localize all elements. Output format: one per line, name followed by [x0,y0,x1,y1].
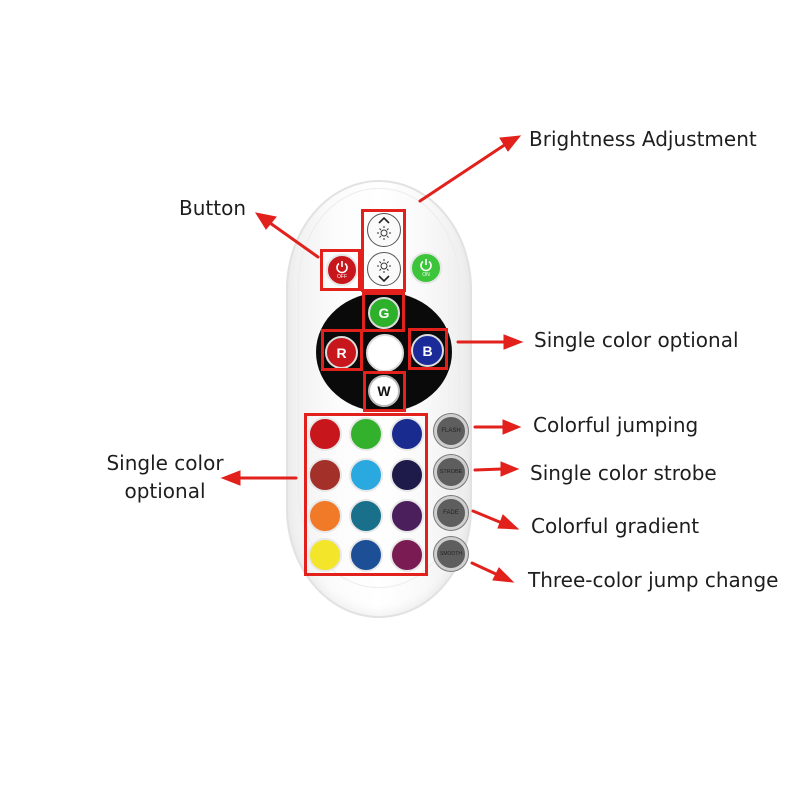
arrow-flash [473,419,522,435]
label-colorful-gradient: Colorful gradient [531,514,700,538]
highlight-red-button [321,329,363,371]
label-brightness-adjustment: Brightness Adjustment [529,127,757,151]
strobe-label: STROBE [439,469,463,475]
fade-label: FADE [443,510,459,516]
color-button-r1-c3[interactable] [390,417,424,451]
white-button[interactable]: W [368,375,400,407]
power-on-button[interactable]: ON [410,252,442,284]
color-button-r3-c3[interactable] [390,499,424,533]
color-button-r4-c2[interactable] [349,538,383,572]
brightness-up-button[interactable] [367,213,401,247]
on-label: ON [422,272,430,278]
blue-button[interactable]: B [411,334,444,367]
color-button-r1-c1[interactable] [308,417,342,451]
brightness-up-icon [377,216,391,240]
power-off-button[interactable]: OFF [326,254,358,286]
color-button-r3-c2[interactable] [349,499,383,533]
label-button: Button [179,196,246,220]
highlight-brightness-buttons [361,209,406,292]
label-single-color-right: Single color optional [534,328,739,352]
blue-button-label: B [422,342,433,359]
smooth-button[interactable]: SMOOTH [434,537,468,571]
highlight-power-button [320,249,361,291]
red-button-label: R [336,344,347,361]
highlight-blue-button [408,328,448,370]
color-button-r2-c3[interactable] [390,458,424,492]
flash-button[interactable]: FLASH [434,414,468,448]
brightness-down-icon [377,259,391,283]
label-single-color-left: Single color optional [100,449,230,505]
smooth-label: SMOOTH [440,551,462,557]
power-icon [336,261,348,274]
label-single-color-left-line1: Single color [106,451,224,475]
brightness-down-button[interactable] [367,252,401,286]
arrow-smooth [470,561,515,583]
label-single-color-strobe: Single color strobe [530,461,717,485]
color-button-r4-c1[interactable] [308,538,342,572]
power-icon [420,259,432,272]
color-button-r4-c3[interactable] [390,538,424,572]
highlight-color-grid [304,413,428,576]
red-button[interactable]: R [325,336,358,369]
arrow-single-color-left [220,470,298,486]
highlight-white-button [363,371,406,412]
highlight-green-button [362,292,405,332]
fade-button[interactable]: FADE [434,496,468,530]
color-button-r2-c2[interactable] [349,458,383,492]
white-button-label: W [377,383,391,399]
flash-label: FLASH [441,428,461,434]
strobe-button[interactable]: STROBE [434,455,468,489]
arrow-strobe [473,461,520,477]
color-button-r1-c2[interactable] [349,417,383,451]
remote-body-inner-edge [298,188,460,588]
color-button-r3-c1[interactable] [308,499,342,533]
arrow-fade [471,509,520,530]
green-button-label: G [378,305,390,321]
green-button[interactable]: G [368,297,400,329]
off-label: OFF [337,274,347,280]
white-center-button[interactable] [366,334,404,372]
color-button-r2-c1[interactable] [308,458,342,492]
label-colorful-jumping: Colorful jumping [533,413,699,437]
label-single-color-left-line2: optional [124,479,206,503]
arrow-brightness [418,135,522,203]
label-three-color-jump: Three-color jump change [528,568,779,592]
